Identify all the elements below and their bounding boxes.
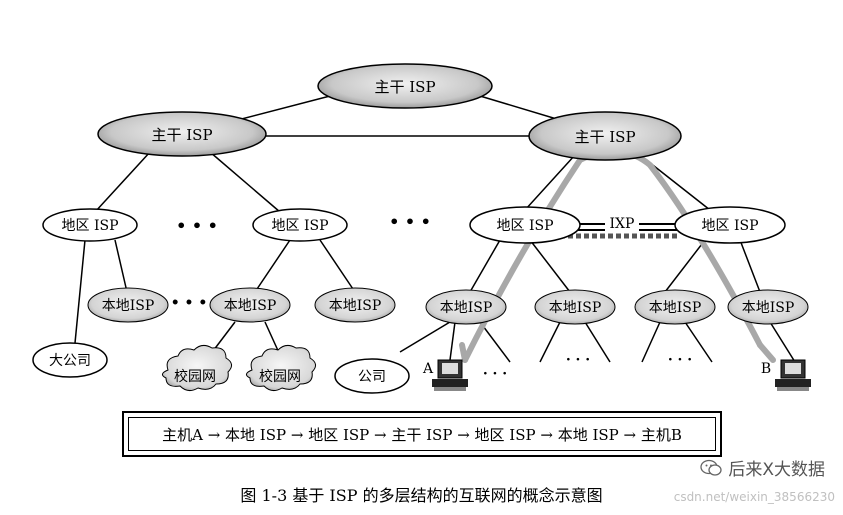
- local-isp-6: 本地ISP: [634, 289, 716, 325]
- campus-label: 校园网: [174, 368, 216, 385]
- route-text: 主机A → 本地 ISP → 地区 ISP → 主干 ISP → 地区 ISP …: [128, 417, 716, 451]
- regional-isp-4: 地区 ISP: [674, 206, 786, 244]
- watermark-url: csdn.net/weixin_38566230: [673, 490, 835, 504]
- local-label: 本地ISP: [102, 298, 155, 314]
- local-isp-4: 本地ISP: [425, 289, 507, 325]
- ellipsis: · · ·: [483, 366, 507, 382]
- big-company-node: 大公司: [32, 342, 108, 378]
- ellipsis: • • •: [176, 216, 218, 235]
- links: [74, 95, 796, 363]
- route-path: [459, 148, 776, 363]
- local-isp-7: 本地ISP: [727, 289, 809, 325]
- campus-network-1: 校园网: [162, 344, 232, 392]
- local-label: 本地ISP: [742, 300, 795, 316]
- ellipsis: • • •: [389, 212, 431, 231]
- regional-isp-2: 地区 ISP: [252, 208, 348, 242]
- ixp-label: IXP: [610, 216, 635, 232]
- local-label: 本地ISP: [440, 300, 493, 316]
- campus-label: 校园网: [259, 368, 301, 385]
- local-isp-2: 本地ISP: [209, 287, 291, 323]
- backbone-top-label: 主干 ISP: [374, 78, 435, 96]
- regional-isp-1: 地区 ISP: [42, 208, 138, 242]
- backbone-isp-left: 主干 ISP: [97, 111, 267, 157]
- regional-label: 地区 ISP: [497, 218, 554, 234]
- local-label: 本地ISP: [649, 300, 702, 316]
- ellipsis: · · ·: [668, 352, 692, 368]
- host-a-computer-icon: [432, 359, 468, 391]
- figure-caption: 图 1-3 基于 ISP 的多层结构的互联网的概念示意图: [240, 486, 603, 505]
- regional-label: 地区 ISP: [272, 218, 329, 234]
- local-label: 本地ISP: [224, 298, 277, 314]
- company-node: 公司: [334, 358, 410, 394]
- local-isp-3: 本地ISP: [314, 287, 396, 323]
- ellipsis: · · ·: [566, 352, 590, 368]
- local-label: 本地ISP: [329, 298, 382, 314]
- local-isp-1: 本地ISP: [87, 287, 169, 323]
- host-b-label: B: [761, 361, 771, 377]
- watermark-text: 后来X大数据: [728, 460, 825, 480]
- backbone-isp-top: 主干 ISP: [317, 63, 493, 109]
- watermark: 后来X大数据: [700, 455, 825, 480]
- regional-isp-3: 地区 ISP: [469, 206, 581, 244]
- campus-network-2: 校园网: [246, 344, 316, 392]
- route-description-box: 主机A → 本地 ISP → 地区 ISP → 主干 ISP → 地区 ISP …: [122, 411, 722, 457]
- regional-label: 地区 ISP: [702, 218, 759, 234]
- local-label: 本地ISP: [549, 300, 602, 316]
- company-label: 公司: [358, 369, 386, 385]
- host-a-label: A: [422, 361, 434, 377]
- backbone-right-label: 主干 ISP: [574, 128, 635, 146]
- local-isp-5: 本地ISP: [534, 289, 616, 325]
- ellipsis: · · ·: [796, 295, 820, 311]
- ellipsis: • • •: [171, 295, 208, 311]
- regional-label: 地区 ISP: [62, 218, 119, 234]
- backbone-isp-right: 主干 ISP: [528, 111, 682, 161]
- backbone-left-label: 主干 ISP: [151, 126, 212, 144]
- host-b-computer-icon: [775, 359, 811, 391]
- ixp-link: [560, 214, 680, 239]
- big-company-label: 大公司: [49, 353, 91, 369]
- wechat-icon: [700, 459, 722, 476]
